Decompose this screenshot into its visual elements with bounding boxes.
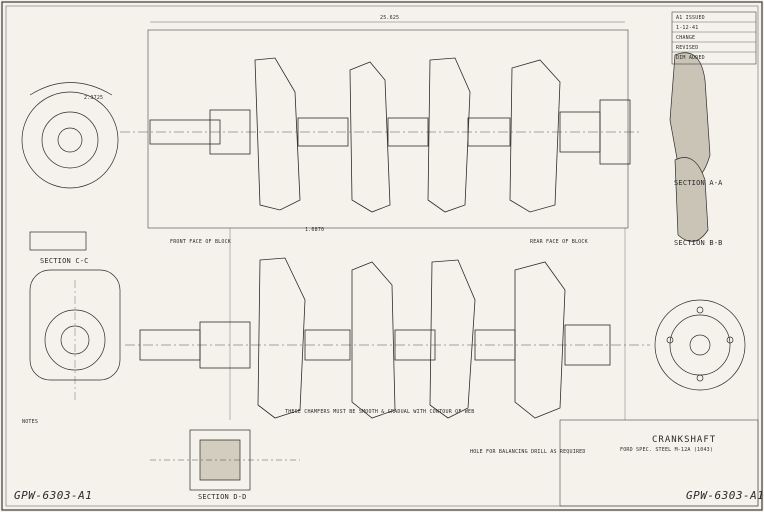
upper-crankshaft [149, 57, 631, 213]
part-title: CRANKSHAFT [652, 435, 717, 445]
rear-face-note: REAR FACE OF BLOCK [530, 239, 588, 245]
section-cc-label: SECTION C-C [40, 257, 89, 265]
rev-row-5: DIM ADDED [676, 55, 705, 61]
drawing-number-left: GPW-6303-A1 [14, 489, 93, 502]
front-end-view [21, 82, 119, 189]
flange-end-view [654, 299, 746, 391]
front-face-note: FRONT FACE OF BLOCK [170, 239, 231, 245]
lower-crankshaft [139, 257, 611, 419]
inner-border [5, 5, 759, 507]
section-dd-view [150, 429, 300, 491]
dim-2: 1.6870 [305, 227, 325, 233]
chamfer-note: THESE CHAMFERS MUST BE SMOOTH & GRADUAL … [285, 409, 475, 415]
section-bb-view [674, 157, 709, 242]
material-spec: FORD SPEC. STEEL M-12A (1043) [620, 447, 714, 453]
drawing-number-right: GPW-6303-A1 [686, 489, 764, 502]
revision-block [671, 11, 757, 65]
section-bb-label: SECTION B-B [674, 239, 723, 247]
dim-1: 2.3725 [84, 95, 104, 101]
upper-view-frame [147, 29, 629, 229]
section-aa-label: SECTION A-A [674, 179, 723, 187]
rev-row-2: 1-12-41 [676, 25, 699, 31]
rev-row-1: A1 ISSUED [676, 15, 705, 21]
rev-row-4: REVISED [676, 45, 699, 51]
dim-overall: 25.625 [380, 15, 400, 21]
rev-row-3: CHANGE [676, 35, 696, 41]
balance-note: HOLE FOR BALANCING DRILL AS REQUIRED [470, 449, 586, 455]
notes-heading: NOTES [22, 419, 39, 425]
section-cc-view [29, 231, 121, 381]
section-dd-label: SECTION D-D [198, 493, 247, 501]
title-block [559, 419, 759, 507]
